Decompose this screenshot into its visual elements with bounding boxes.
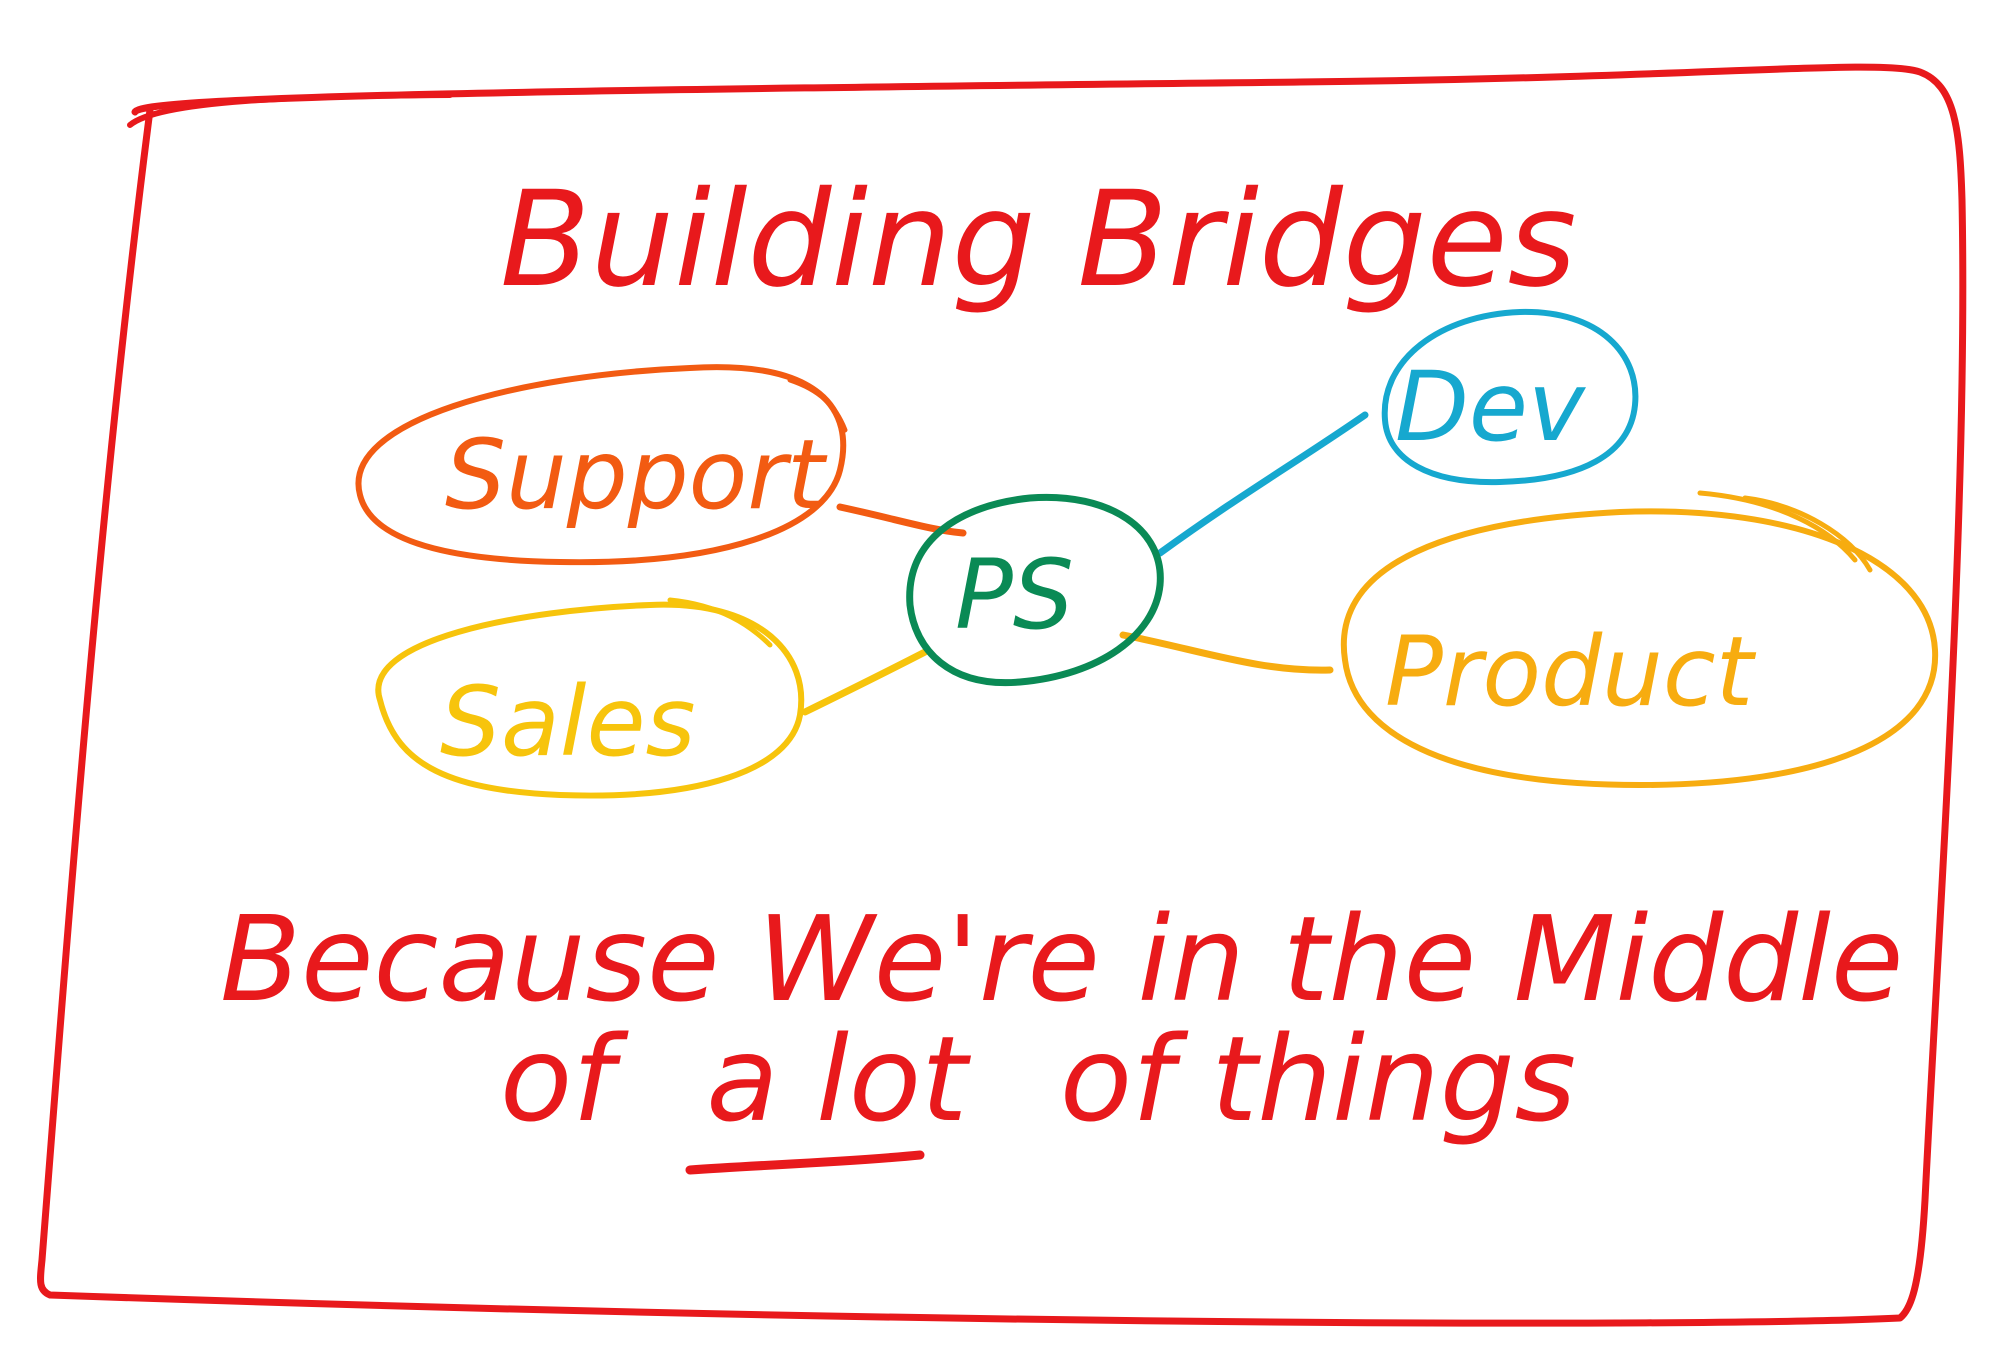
node-sales-label: Sales xyxy=(440,666,696,778)
footer-line-2: of a lot of things xyxy=(500,1010,1576,1148)
connector-dev xyxy=(1156,411,1369,557)
node-product: Product xyxy=(1340,490,1939,789)
node-sales-ellipse xyxy=(375,601,805,799)
node-product-label: Product xyxy=(1385,616,1757,728)
node-center: PS xyxy=(906,493,1164,687)
node-dev-ellipse xyxy=(1381,308,1639,486)
node-support-label: Support xyxy=(445,419,828,531)
footer-line-2-part-2: of things xyxy=(1060,1010,1576,1148)
node-center-ellipse xyxy=(906,493,1164,687)
footer-emphasis-underline xyxy=(685,1150,925,1175)
node-product-ellipse xyxy=(1340,508,1939,789)
node-dev: Dev xyxy=(1381,308,1639,486)
node-support: Support xyxy=(355,364,848,566)
page-title: Building Bridges xyxy=(500,163,1577,317)
footer-line-2-part-1: of xyxy=(500,1010,629,1148)
sketch-frame-corner xyxy=(127,92,453,128)
connector-sales xyxy=(801,648,929,716)
node-dev-label: Dev xyxy=(1395,351,1586,463)
node-center-label: PS xyxy=(955,539,1074,651)
node-support-ellipse xyxy=(355,364,847,566)
connector-support xyxy=(836,503,967,537)
sketch-frame xyxy=(36,63,1967,1327)
node-sales: Sales xyxy=(375,597,805,799)
footer-line-2-emphasis: a lot xyxy=(706,1010,971,1148)
connector-product xyxy=(1119,631,1334,674)
footer-line-1: Because We're in the Middle xyxy=(220,890,1903,1028)
